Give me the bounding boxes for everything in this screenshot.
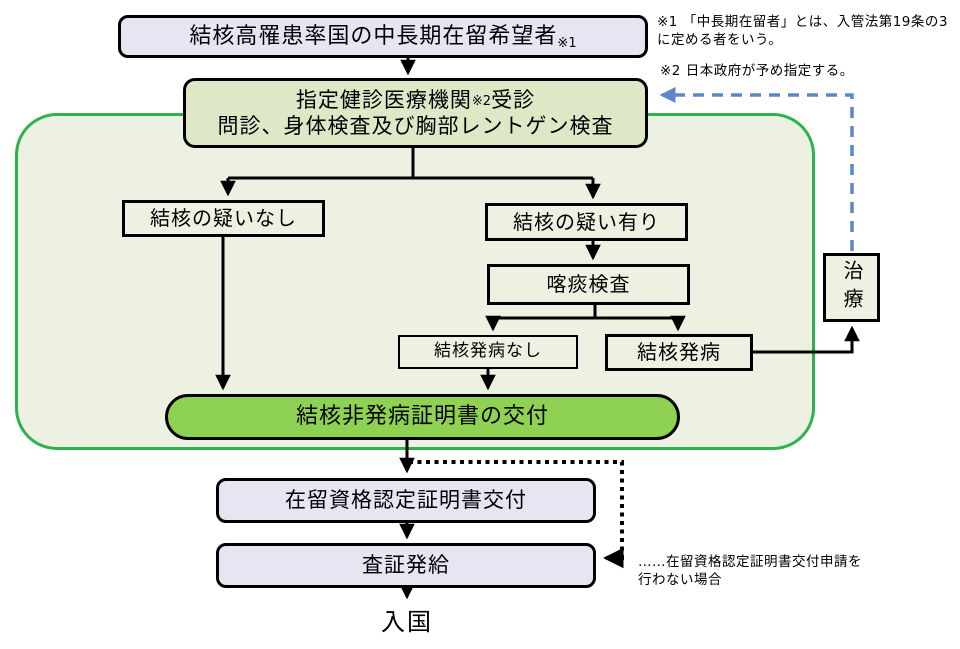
note-2: ※2 日本政府が予め指定する。 [660, 63, 854, 79]
node-sputum-test: 喀痰検査 [487, 264, 690, 305]
node-residence-certificate: 在留資格認定証明書交付 [216, 478, 596, 523]
node-applicant-label: 結核高罹患率国の中長期在留希望者 [189, 23, 558, 49]
note-1-line1: ※1 「中長期在留者」とは、入管法第19条の3 [657, 14, 948, 30]
note-1: ※1 「中長期在留者」とは、入管法第19条の3 に定める者をいう。 [657, 13, 957, 49]
node-no-suspicion: 結核の疑いなし [122, 200, 325, 237]
node-no-onset: 結核発病なし [398, 335, 578, 369]
node-entry: 入国 [381, 608, 433, 636]
node-applicant: 結核高罹患率国の中長期在留希望者※1 [118, 15, 648, 58]
node-clinic-line2: 問診、身体検査及び胸部レントゲン検査 [217, 114, 614, 138]
note1-reference-mark: ※1 [557, 35, 577, 51]
dotted-bypass-note: ……在留資格認定証明書交付申請を 行わない場合 [638, 553, 953, 589]
node-visa-issuance: 査証発給 [216, 543, 596, 588]
node-certificate-issuance: 結核非発病証明書の交付 [165, 394, 680, 440]
node-clinic-line1-b: 受診 [491, 87, 536, 112]
dotted-bypass-note-line2: 行わない場合 [638, 572, 722, 589]
note2-reference-mark: ※2 [471, 93, 492, 109]
note-1-line2: に定める者をいう。 [657, 32, 783, 49]
node-treatment: 治療 [823, 253, 880, 322]
node-onset: 結核発病 [605, 334, 753, 371]
node-clinic-line1-a: 指定健診医療機関 [295, 87, 472, 112]
dotted-bypass-note-line1: ……在留資格認定証明書交付申請を [638, 554, 862, 570]
node-suspicion: 結核の疑い有り [485, 203, 688, 241]
